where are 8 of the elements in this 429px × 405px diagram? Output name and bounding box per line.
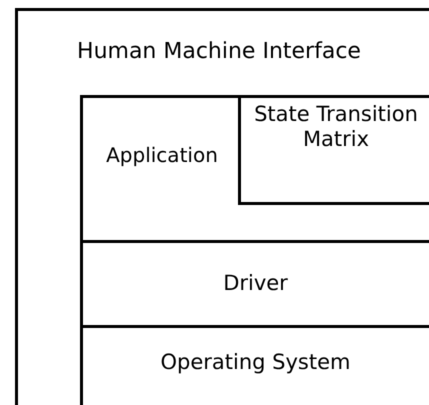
layer-label: Driver <box>222 271 289 296</box>
layer-box <box>80 95 429 243</box>
layer-label: State Transition Matrix <box>253 102 419 152</box>
layer-label: Application <box>105 143 219 167</box>
layer-label: Human Machine Interface <box>76 39 362 66</box>
layer-label: Operating System <box>160 350 352 376</box>
outer-layer-box <box>15 8 429 405</box>
module-box <box>238 95 429 205</box>
